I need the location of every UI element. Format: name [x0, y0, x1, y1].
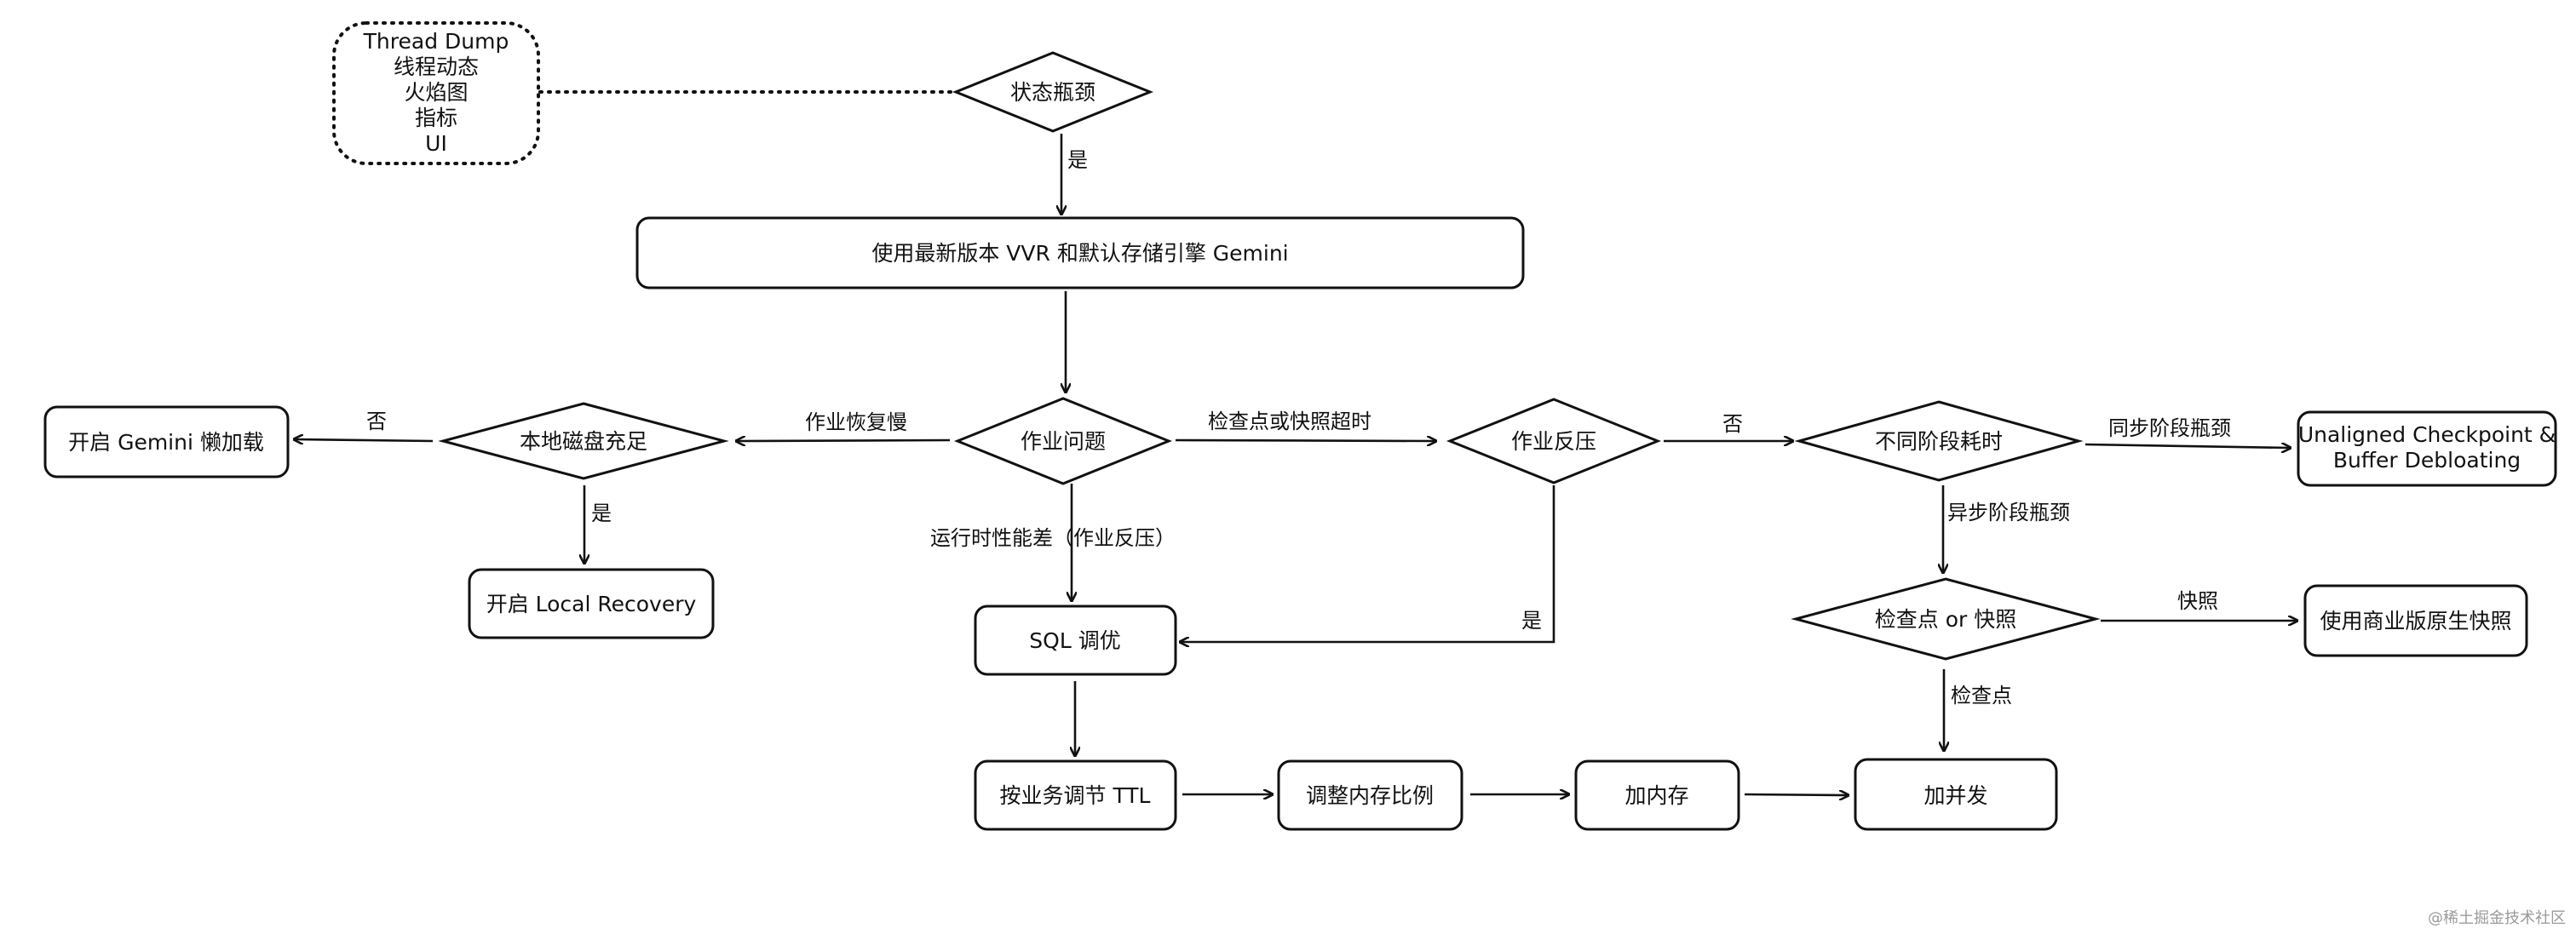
use-latest-vvr-label: 使用最新版本 VVR 和默认存储引擎 Gemini	[871, 241, 1288, 266]
enable-local-recovery-box	[468, 568, 715, 639]
adjust-ttl-box	[974, 759, 1177, 831]
edge-label-sync-bottleneck: 同步阶段瓶颈	[2108, 416, 2231, 440]
tools-note-line-4: 指标	[415, 106, 457, 130]
use-latest-vvr-box	[635, 216, 1525, 289]
add-parallelism-box	[1854, 758, 2058, 831]
sql-tuning-label: SQL 调优	[1029, 628, 1120, 653]
add-memory-label: 加内存	[1624, 783, 1688, 808]
tools-note-box	[332, 21, 540, 165]
state-bottleneck-label: 状态瓶颈	[1010, 80, 1095, 105]
job-problem-decision	[953, 397, 1173, 485]
edge-recovery-slow	[736, 440, 951, 441]
add-parallelism-label: 加并发	[1923, 783, 1987, 808]
edge-yes-backpressure-to-sql	[1180, 485, 1555, 642]
edge-label-snapshot: 快照	[2177, 589, 2218, 613]
enable-gemini-lazy-box	[43, 405, 290, 478]
state-bottleneck-decision	[952, 51, 1154, 133]
add-memory-box	[1574, 759, 1740, 831]
edge-no-to-gemini-lazy	[294, 439, 434, 441]
edge-label-no-2: 否	[1722, 412, 1743, 436]
tools-note-line-3: 火焰图	[404, 80, 468, 105]
sql-tuning-box	[974, 605, 1177, 676]
watermark: @稀土掘金技术社区	[2428, 909, 2566, 927]
local-disk-decision	[438, 402, 729, 480]
unaligned-checkpoint-label: Unaligned Checkpoint &Buffer Debloating	[2298, 422, 2556, 473]
checkpoint-or-snapshot-label: 检查点 or 快照	[1875, 607, 2016, 632]
job-problem-label: 作业问题	[1021, 429, 1106, 454]
tools-note-line-1: Thread Dump	[363, 29, 509, 54]
unaligned-checkpoint-line-1: Unaligned Checkpoint &	[2298, 422, 2556, 447]
edge-label-checkpoint-timeout: 检查点或快照超时	[1208, 410, 1371, 433]
adjust-memory-ratio-box	[1277, 759, 1463, 831]
checkpoint-or-snapshot-decision	[1791, 577, 2101, 661]
job-backpressure-label: 作业反压	[1511, 429, 1596, 454]
adjust-ttl-label: 按业务调节 TTL	[1000, 783, 1151, 808]
edge-sync-bottleneck	[2084, 444, 2291, 448]
edge-label-runtime-poor: 运行时性能差（作业反压）	[930, 526, 1176, 550]
stage-time-decision	[1794, 400, 2084, 482]
edge-label-no-1: 否	[366, 410, 387, 433]
local-disk-label: 本地磁盘充足	[520, 429, 647, 454]
edge-label-checkpoint: 检查点	[1951, 684, 2012, 708]
commercial-snapshot-label: 使用商业版原生快照	[2320, 609, 2511, 633]
commercial-snapshot-box	[2303, 584, 2528, 657]
job-backpressure-decision	[1446, 398, 1662, 484]
unaligned-checkpoint-box	[2297, 410, 2557, 487]
tools-note-line-5: UI	[425, 131, 447, 156]
enable-gemini-lazy-label: 开启 Gemini 懒加载	[68, 430, 264, 455]
edge-checkpoint-timeout	[1175, 440, 1436, 441]
tools-note-line-2: 线程动态	[394, 54, 479, 79]
adjust-memory-ratio-label: 调整内存比例	[1306, 783, 1434, 808]
enable-local-recovery-label: 开启 Local Recovery	[486, 592, 697, 616]
stage-time-label: 不同阶段耗时	[1875, 429, 2003, 454]
edge-add-memory-to-parallelism	[1744, 794, 1849, 795]
edge-label-yes-3: 是	[1521, 609, 1542, 633]
edge-label-recovery-slow: 作业恢复慢	[805, 410, 907, 434]
unaligned-checkpoint-line-2: Buffer Debloating	[2333, 448, 2521, 473]
edge-label-yes-2: 是	[591, 501, 612, 525]
edge-label-yes-1: 是	[1067, 148, 1088, 172]
edge-label-async-bottleneck: 异步阶段瓶颈	[1947, 501, 2070, 524]
